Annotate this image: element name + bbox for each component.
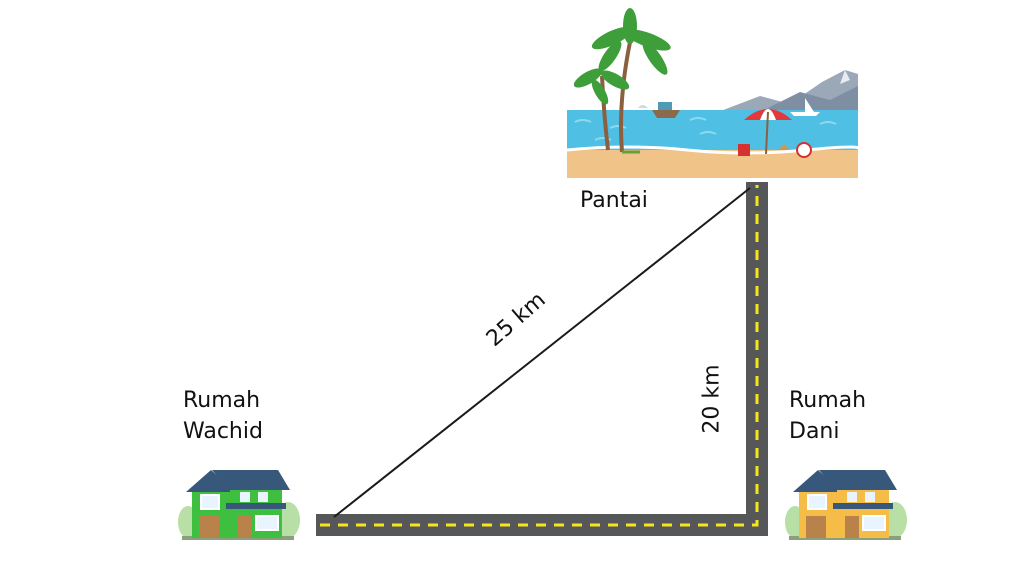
label-rumah-wachid-line2: Wachid <box>183 419 263 444</box>
yellow-house-icon <box>785 470 907 540</box>
label-rumah-dani-line1: Rumah <box>789 388 867 413</box>
label-rumah-wachid-line1: Rumah <box>183 388 261 413</box>
green-house-icon <box>178 470 300 540</box>
beach-scene-icon <box>566 8 861 178</box>
label-rumah-dani-line2: Dani <box>789 419 840 444</box>
label-pantai: Pantai <box>580 188 648 213</box>
label-distance-vertical: 20 km <box>699 364 725 434</box>
hypotenuse-line <box>333 187 751 518</box>
road <box>316 182 768 536</box>
